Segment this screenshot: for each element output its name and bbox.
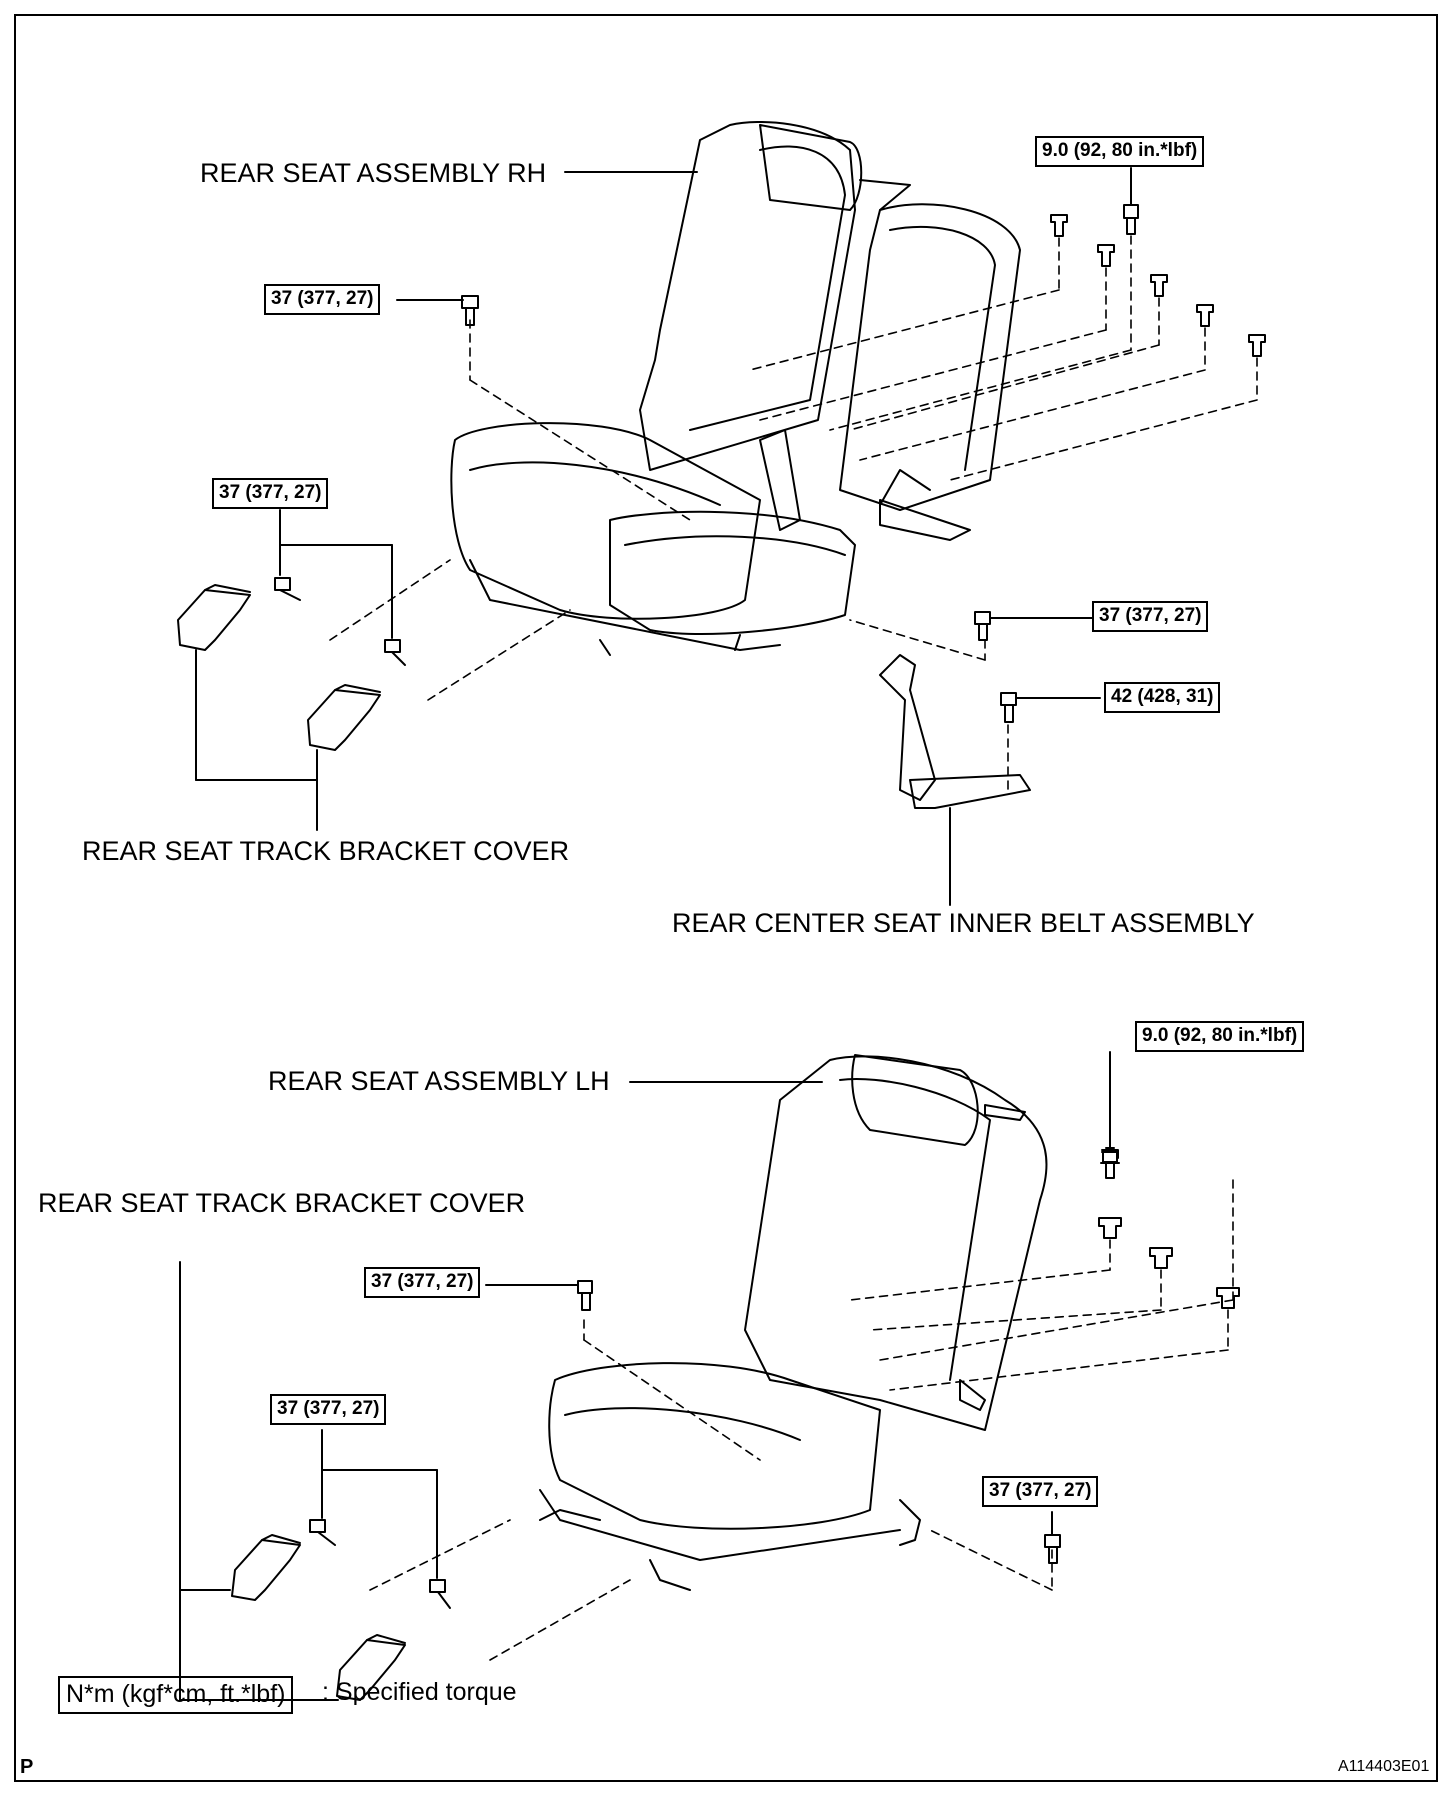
center-inner-belt-drawing — [879, 654, 1031, 906]
top-track-bracket-covers — [177, 584, 381, 831]
corner-letter: P — [20, 1756, 34, 1778]
rear-seat-lh-drawing — [539, 1054, 1048, 1591]
torque-box-bottom-clip: 9.0 (92, 80 in.*lbf) — [1135, 1021, 1305, 1052]
torque-legend-text: : Specified torque — [322, 1678, 517, 1706]
bottom-track-bracket-covers — [179, 1261, 406, 1701]
diagram-frame — [14, 14, 1438, 1782]
label-rear-seat-rh: REAR SEAT ASSEMBLY RH — [200, 158, 547, 188]
top-bolts — [274, 295, 1101, 723]
label-rear-seat-lh: REAR SEAT ASSEMBLY LH — [268, 1066, 610, 1096]
torque-box-top-right-bolt: 37 (377, 27) — [1092, 601, 1209, 632]
torque-box-bottom-track-bolt: 37 (377, 27) — [270, 1394, 387, 1425]
top-clips — [1050, 167, 1266, 357]
label-track-cover-top: REAR SEAT TRACK BRACKET COVER — [82, 836, 570, 866]
torque-box-bottom-right-bolt: 37 (377, 27) — [982, 1476, 1099, 1507]
figure-code: A114403E01 — [1338, 1758, 1430, 1775]
bottom-bolts — [309, 1280, 1061, 1609]
torque-box-top-track-bolt: 37 (377, 27) — [212, 478, 329, 509]
torque-box-center-belt-bolt: 42 (428, 31) — [1104, 682, 1221, 713]
label-track-cover-bottom: REAR SEAT TRACK BRACKET COVER — [38, 1188, 526, 1218]
bottom-clips — [1098, 1051, 1240, 1309]
torque-legend-unit: N*m (kgf*cm, ft.*lbf) — [58, 1676, 294, 1714]
torque-box-top-clip: 9.0 (92, 80 in.*lbf) — [1035, 136, 1205, 167]
rear-seat-rh-drawing — [450, 121, 1021, 656]
top-dashed-lines — [329, 235, 1258, 791]
torque-box-top-seat-bolt: 37 (377, 27) — [264, 284, 381, 315]
torque-box-bottom-seat-bolt: 37 (377, 27) — [364, 1267, 481, 1298]
label-center-inner-belt: REAR CENTER SEAT INNER BELT ASSEMBLY — [672, 908, 1255, 938]
bottom-dashed-lines — [369, 1179, 1234, 1661]
